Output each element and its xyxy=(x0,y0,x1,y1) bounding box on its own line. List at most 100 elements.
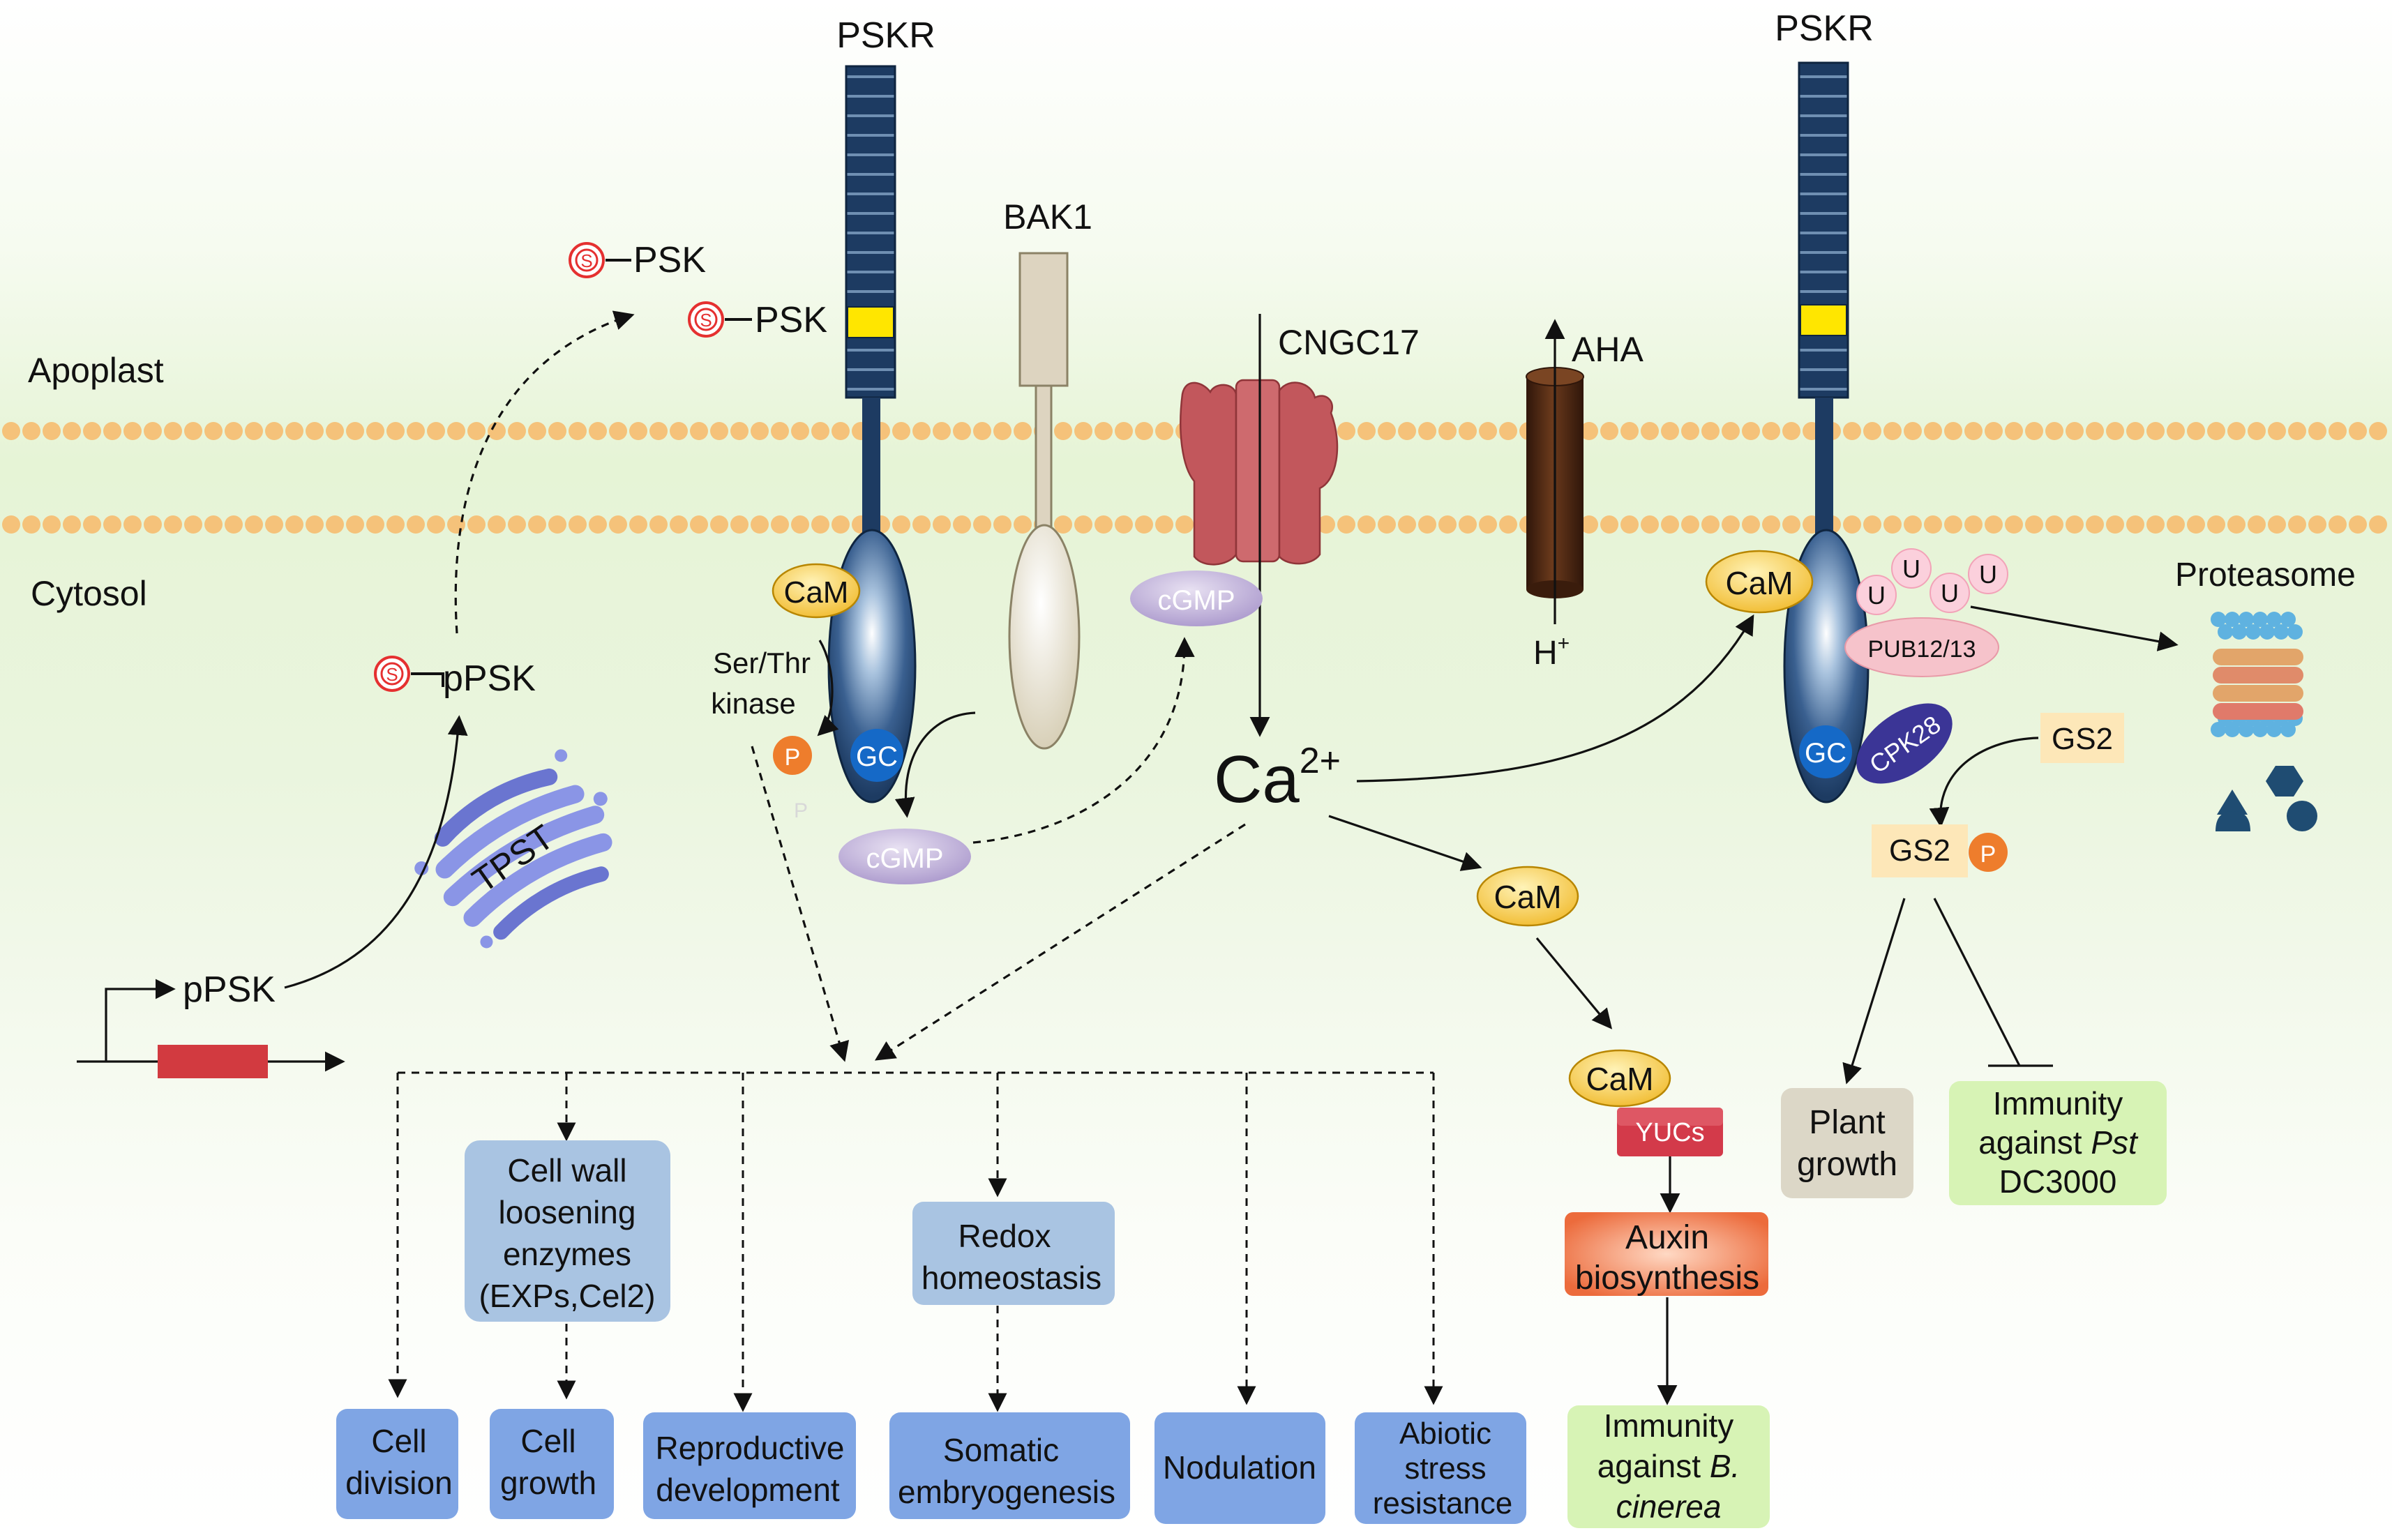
membrane-lipid-head-top xyxy=(1398,422,1416,440)
membrane-lipid-head-top xyxy=(2288,422,2306,440)
membrane-lipid-head-top xyxy=(2126,422,2144,440)
pskr-left-extracellular-domain xyxy=(845,65,896,399)
plasma-membrane xyxy=(2,422,2387,534)
svg-text:S: S xyxy=(580,250,592,271)
svg-text:GS2: GS2 xyxy=(2052,722,2113,756)
calcium-ion-label: Ca2+ xyxy=(1214,741,1341,817)
abiotic-stress-box xyxy=(1355,1412,1526,1524)
sulfo-ppsk-bond xyxy=(411,672,444,687)
membrane-lipid-head-top xyxy=(1155,422,1173,440)
cngc17-left-subunit xyxy=(1180,382,1238,566)
membrane-lipid-head-top xyxy=(2066,422,2084,440)
membrane-lipid-head-top xyxy=(204,422,223,440)
cam-right: CaM xyxy=(1705,550,1814,614)
membrane-lipid-head-bottom xyxy=(811,515,829,534)
membrane-lipid-head-bottom xyxy=(22,515,40,534)
membrane-lipid-head-bottom xyxy=(1701,515,1720,534)
membrane-lipid-head-bottom xyxy=(629,515,647,534)
membrane-lipid-head-top xyxy=(2045,422,2063,440)
membrane-lipid-head-bottom xyxy=(1681,515,1699,534)
svg-text:GC: GC xyxy=(856,741,898,772)
membrane-lipid-head-bottom xyxy=(528,515,546,534)
ppsk-gene-label: pPSK xyxy=(183,969,276,1010)
bak1-extracellular-domain xyxy=(1018,252,1069,387)
membrane-lipid-head-bottom xyxy=(2066,515,2084,534)
membrane-lipid-head-bottom xyxy=(751,515,769,534)
gs2-inhibits-immunity-line xyxy=(1933,898,2021,1066)
membrane-lipid-head-bottom xyxy=(326,515,344,534)
svg-text:P: P xyxy=(1980,841,1996,868)
membrane-lipid-head-bottom xyxy=(1600,515,1618,534)
membrane-lipid-head-bottom xyxy=(1580,515,1598,534)
triangle-fragment xyxy=(2217,790,2248,815)
cngc17-label: CNGC17 xyxy=(1278,323,1420,362)
proteasome-subunit-dot xyxy=(2266,612,2282,627)
cell-growth-box xyxy=(490,1409,614,1519)
cngc17-center-subunit xyxy=(1235,379,1281,563)
membrane-lipid-head-bottom xyxy=(306,515,324,534)
circle-fragment xyxy=(2287,801,2317,831)
membrane-lipid-head-bottom xyxy=(366,515,384,534)
membrane-lipid-head-bottom xyxy=(933,515,951,534)
membrane-lipid-head-top xyxy=(771,422,789,440)
membrane-lipid-head-top xyxy=(1014,422,1032,440)
membrane-lipid-head-bottom xyxy=(1641,515,1659,534)
membrane-lipid-head-bottom xyxy=(670,515,688,534)
svg-text:CaM: CaM xyxy=(1494,879,1561,915)
membrane-lipid-head-bottom xyxy=(1054,515,1072,534)
pskr-left-binding-site xyxy=(847,306,894,338)
membrane-lipid-head-top xyxy=(2248,422,2266,440)
bak1-kinase-domain xyxy=(1008,524,1081,750)
proteasome-subunit-dot xyxy=(2211,722,2226,737)
redox-line1: Redox xyxy=(958,1218,1051,1254)
proteasome-subunit-dot xyxy=(2273,624,2289,640)
immunity-pst-line2: against Pst xyxy=(1978,1124,2139,1161)
membrane-lipid-head-top xyxy=(488,422,506,440)
gc-right: GC xyxy=(1799,725,1852,778)
membrane-lipid-head-top xyxy=(1074,422,1092,440)
membrane-lipid-head-bottom xyxy=(1418,515,1436,534)
membrane-lipid-head-bottom xyxy=(2369,515,2387,534)
membrane-lipid-head-top xyxy=(326,422,344,440)
reproductive-line1: Reproductive xyxy=(655,1430,844,1466)
membrane-lipid-head-top xyxy=(83,422,101,440)
ubiquitin-2: U xyxy=(1902,554,1920,583)
membrane-lipid-head-bottom xyxy=(1095,515,1113,534)
membrane-lipid-head-top xyxy=(2268,422,2286,440)
membrane-lipid-head-top xyxy=(1863,422,1881,440)
cngc17-right-subunit xyxy=(1278,382,1339,565)
svg-text:S: S xyxy=(386,664,398,685)
auxin-biosynthesis-box xyxy=(1565,1212,1768,1296)
ubiquitin-chain: U U U U xyxy=(1856,548,2008,615)
membrane-lipid-head-bottom xyxy=(953,515,971,534)
membrane-lipid-head-bottom xyxy=(2329,515,2347,534)
abiotic-line2: stress xyxy=(1404,1451,1486,1486)
svg-text:PUB12/13: PUB12/13 xyxy=(1868,636,1976,663)
membrane-lipid-head-bottom xyxy=(2,515,20,534)
membrane-lipid-head-top xyxy=(43,422,61,440)
membrane-lipid-head-bottom xyxy=(649,515,668,534)
gs2-upper: GS2 xyxy=(2040,713,2124,763)
svg-text:CaM: CaM xyxy=(1725,565,1793,601)
membrane-lipid-head-top xyxy=(1641,422,1659,440)
membrane-lipid-head-bottom xyxy=(2167,515,2185,534)
membrane-lipid-head-top xyxy=(1843,422,1861,440)
calcium-to-cam-lower-arrow xyxy=(1328,815,1482,871)
sulfo-ppsk-label: pPSK xyxy=(443,658,536,699)
membrane-lipid-head-bottom xyxy=(1863,515,1881,534)
cell-wall-line4: (EXPs,Cel2) xyxy=(479,1278,655,1314)
membrane-lipid-head-bottom xyxy=(1115,515,1133,534)
pskr-right-label: PSKR xyxy=(1775,8,1874,49)
gs2-phosphorylated: GS2 xyxy=(1872,824,1968,877)
proteasome-subunit-dot xyxy=(2287,624,2303,640)
membrane-lipid-head-top xyxy=(528,422,546,440)
membrane-lipid-head-top xyxy=(1054,422,1072,440)
membrane-lipid-head-bottom xyxy=(730,515,749,534)
membrane-lipid-head-bottom xyxy=(83,515,101,534)
membrane-lipid-head-top xyxy=(123,422,142,440)
membrane-lipid-head-bottom xyxy=(2086,515,2104,534)
gc-left: GC xyxy=(850,729,903,782)
immunity-pst-line1: Immunity xyxy=(1993,1085,2123,1122)
